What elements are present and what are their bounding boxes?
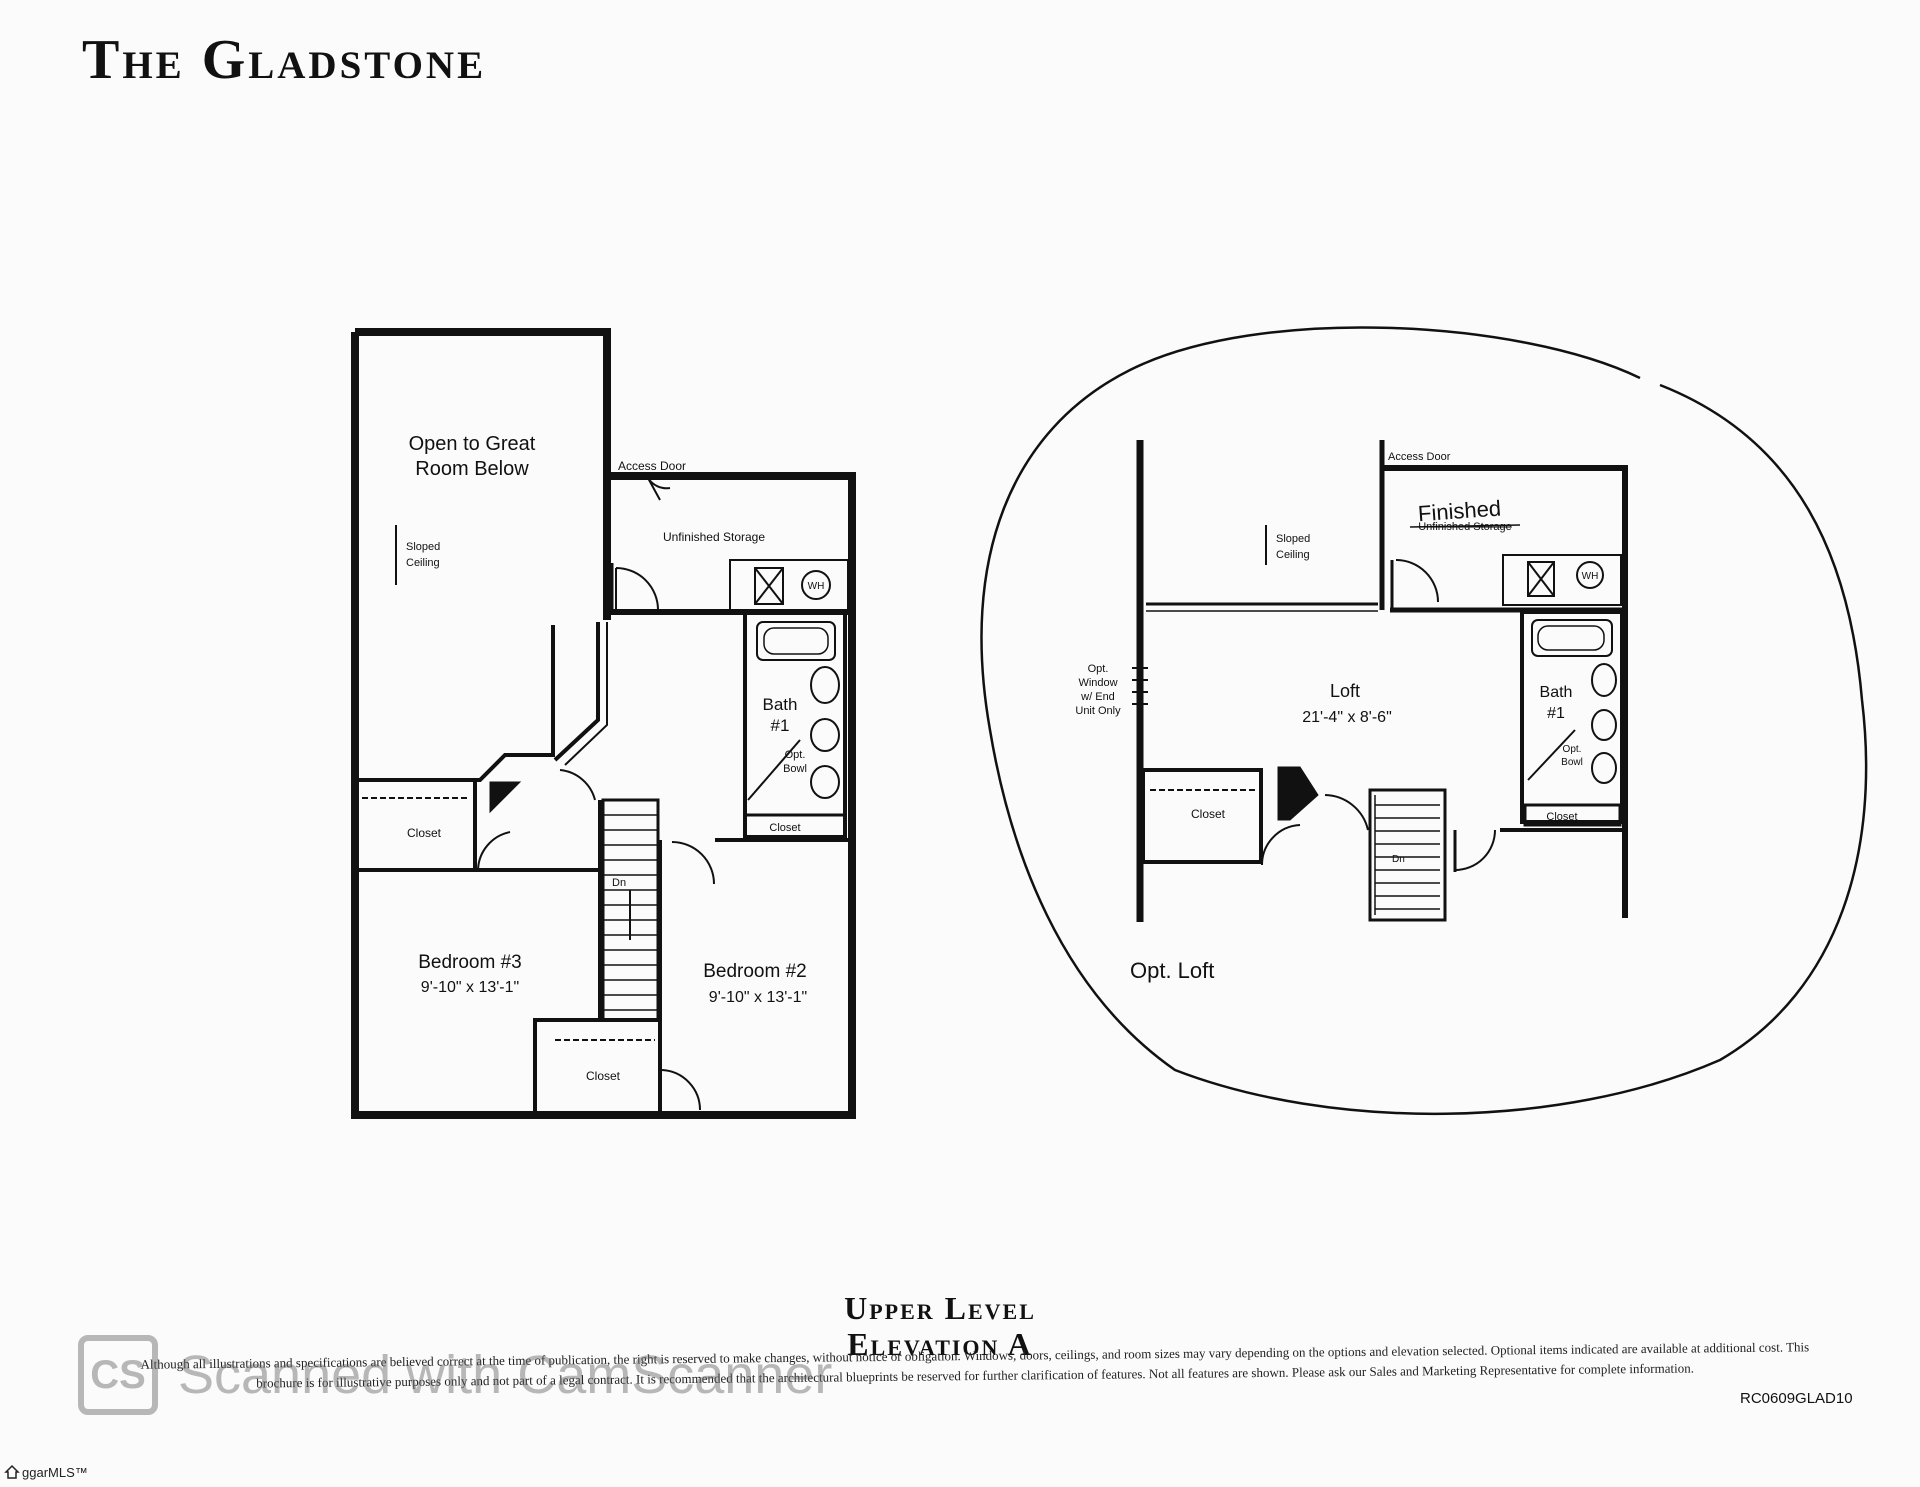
watermark-text: Scanned with CamScanner [178,1345,833,1405]
camscanner-logo-icon: CS [78,1335,158,1415]
open-room-label-2: Room Below [415,458,529,480]
bedroom3-size: 9'-10" x 13'-1" [421,979,519,996]
stairs [1368,788,1447,922]
loft-size: 21'-4" x 8'-6" [1302,709,1392,726]
closet-left [1141,768,1263,864]
toilet [810,666,840,704]
bedroom2-label: Bedroom #2 [703,961,807,982]
opt-loft-plan [980,326,1868,1115]
access-door-label: Access Door [618,459,686,473]
storage-wall [1382,465,1628,918]
sloped-ceiling-label-1: Sloped [406,541,440,553]
right-plan-labels: Access Door Finished Unfinished Storage … [1075,451,1598,983]
water-heater-symbol [1576,561,1604,589]
closet-door-swing [1260,824,1301,866]
sink-2 [1591,752,1617,784]
open-room-wall [355,625,555,782]
sloped-ceiling-label-1: Sloped [1276,533,1310,545]
hall-wall [553,622,600,762]
bathtub [1531,619,1613,657]
bath-room [1520,610,1624,824]
opt-bowl-label-1: Opt. [785,749,806,761]
stair-treads [603,814,658,1011]
sloped-ceiling-label-2: Ceiling [1276,549,1310,561]
access-door-swing [647,477,671,501]
opt-loft-label: Opt. Loft [1130,958,1214,983]
closet-left-label: Closet [407,826,442,840]
finished-handwritten: Finished [1417,496,1502,527]
opt-bowl-label-1: Opt. [1563,744,1582,755]
bedroom-door-swing [671,841,715,885]
stair-dn-label: Dn [612,877,626,889]
loft-label: Loft [1330,681,1360,701]
chase [1277,766,1319,821]
storage-label: Unfinished Storage [663,530,765,544]
sloped-ceiling-label-2: Ceiling [406,557,440,569]
chase [489,781,522,814]
loft-door-swing [1454,829,1496,871]
access-door-label: Access Door [1388,451,1451,463]
water-heater-symbol [801,570,831,600]
stair-dn-label: Dn [1392,854,1405,865]
level-title-line-1: Upper Level [844,1290,1036,1326]
left-plan-labels: Open to Great Room Below Sloped Ceiling … [406,433,824,1083]
opt-bowl-label-2: Bowl [1561,757,1583,768]
bedroom-door-swing [559,769,596,801]
closet-door-swing [661,1069,702,1111]
bath-label-2: #1 [1547,705,1565,722]
mls-badge: ggarMLS™ [4,1464,88,1480]
wh-label: WH [1582,571,1599,582]
level-title-line-2: Elevation A [847,1326,1033,1362]
bath-label-1: Bath [763,695,798,714]
closet-left [353,778,477,872]
wh-label: WH [808,581,825,592]
sink-1 [1591,709,1617,741]
storage-door-swing [615,567,659,611]
toilet [1591,663,1617,697]
stair-treads [1375,804,1440,910]
furnace-box [1527,561,1555,597]
bath-closet-label: Closet [1546,811,1577,823]
bathtub [756,621,836,661]
sink-1 [810,718,840,752]
open-room-label-1: Open to Great [409,433,536,455]
bedroom2-size: 9'-10" x 13'-1" [709,989,807,1006]
furnace-box [754,567,784,605]
opt-window-label-1: Opt. [1088,663,1109,675]
opt-bowl-label-2: Bowl [783,763,807,775]
camscanner-watermark: CS Scanned with CamScanner [78,1332,832,1418]
closet-bottom [533,1018,662,1117]
hall-door-swing [1324,794,1369,831]
hall-wall [564,622,608,766]
equipment-box [1502,554,1622,606]
opt-window-label-4: Unit Only [1075,705,1121,717]
plan-title: The Gladstone [82,29,487,91]
closet-left-label: Closet [1191,807,1226,821]
bath-label-2: #1 [771,716,790,735]
closet-door-swing [477,831,511,871]
plan-code: RC0609GLAD10 [1740,1390,1853,1407]
opt-window-label-3: w/ End [1080,691,1115,703]
storage-door-swing [1395,559,1439,603]
bath-closet [1523,803,1622,827]
level-title: Upper Level Elevation A [820,1290,1060,1362]
strikeout-line [1409,524,1521,528]
storage-struck-label: Unfinished Storage [1418,521,1512,533]
upper-level-plan [351,328,856,1119]
opt-window-marks [1132,667,1148,705]
bath-room [743,610,847,839]
hand-drawn-circle [980,326,1868,1115]
mls-badge-text: ggarMLS™ [22,1464,88,1480]
bath-closet-label: Closet [769,822,800,834]
exterior-wall [351,328,856,1119]
sink-2 [810,765,840,799]
house-icon [4,1464,20,1479]
bedroom3-label: Bedroom #3 [418,952,522,973]
bath-label-1: Bath [1540,684,1573,701]
bath-closet [743,813,847,839]
opt-window-label-2: Window [1078,677,1117,689]
closet-bottom-label: Closet [586,1069,621,1083]
